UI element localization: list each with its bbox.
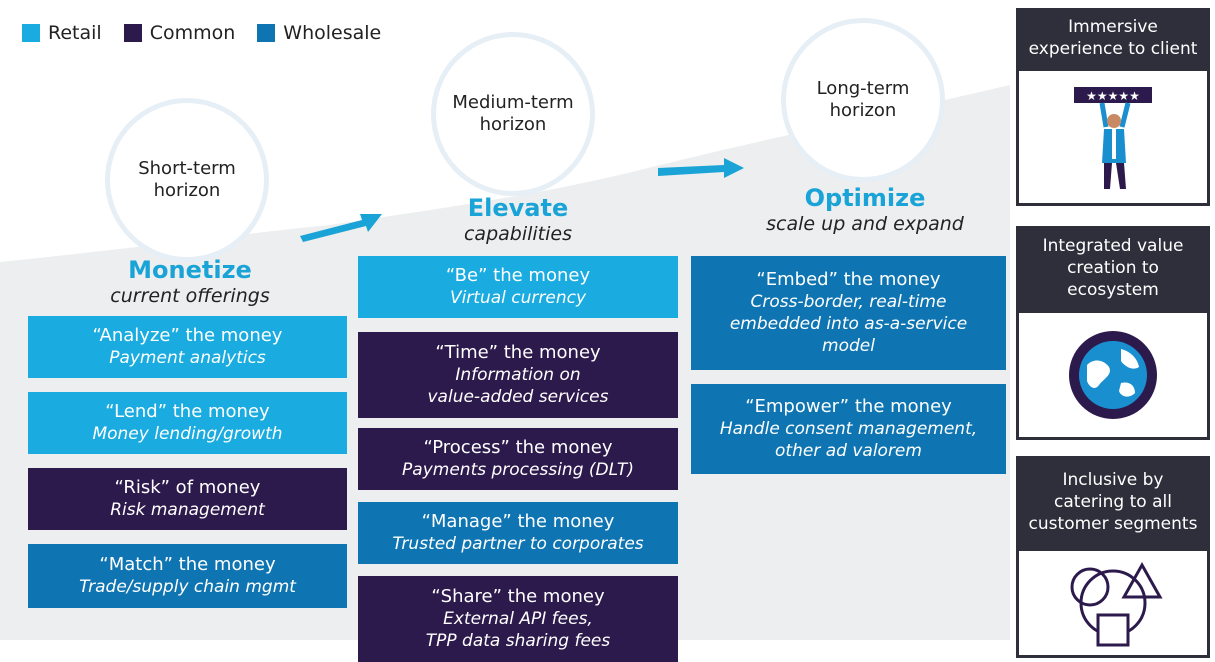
elevate-title: Elevate (467, 194, 569, 222)
side-panel-heading-line1: Integrated value (1042, 236, 1184, 256)
embed-money-box: “Embed” the money Cross-border, real-tim… (691, 256, 1006, 370)
box-description-line2: TPP data sharing fees (425, 631, 611, 651)
manage-money-box: “Manage” the money Trusted partner to co… (358, 502, 678, 564)
long-term-horizon-circle: Long-term horizon (781, 18, 945, 182)
side-panel-heading-line2: experience to client (1028, 39, 1198, 59)
box-description-line1: Information on (455, 365, 581, 385)
legend-swatch-retail (22, 24, 40, 42)
side-panel-heading-line2: catering to all (1054, 492, 1172, 512)
globe-icon (1016, 310, 1210, 440)
side-panel-heading: Inclusive by catering to all customer se… (1016, 456, 1210, 548)
legend-item-retail: Retail (22, 22, 102, 44)
box-description: Payments processing (DLT) (402, 460, 634, 480)
legend-item-common: Common (123, 22, 236, 44)
box-description: Payment analytics (109, 348, 266, 368)
side-panel-heading-line1: Inclusive by (1062, 470, 1164, 490)
shapes-icon (1016, 548, 1210, 658)
side-panel-inclusive: Inclusive by catering to all customer se… (1016, 456, 1210, 658)
legend-label-retail: Retail (48, 22, 102, 44)
side-panel-heading: Integrated value creation to ecosystem (1016, 226, 1210, 310)
box-description-line2: embedded into as-a-service (729, 314, 968, 334)
legend-swatch-common (123, 24, 142, 42)
box-heading: “Be” the money (445, 265, 591, 286)
box-description-line2: value-added services (427, 387, 609, 407)
box-description: Money lending/growth (92, 424, 283, 444)
box-heading: “Embed” the money (756, 269, 941, 290)
lend-money-box: “Lend” the money Money lending/growth (28, 392, 347, 454)
analyze-money-box: “Analyze” the money Payment analytics (28, 316, 347, 378)
elevate-subtitle: capabilities (463, 223, 572, 245)
arrow-icon-1 (300, 214, 382, 242)
be-money-box: “Be” the money Virtual currency (358, 256, 678, 318)
optimize-phase: Optimize scale up and expand (740, 184, 990, 236)
medium-term-horizon-circle: Medium-term horizon (431, 32, 595, 196)
box-heading: “Risk” of money (114, 477, 261, 498)
monetize-subtitle: current offerings (110, 285, 270, 307)
arrow-icon-2 (658, 158, 744, 178)
long-term-horizon-label: Long-term horizon (816, 78, 910, 121)
box-heading: “Match” the money (99, 554, 276, 575)
box-heading: “Lend” the money (105, 401, 270, 422)
box-description-line1: Handle consent management, (719, 419, 978, 439)
box-heading: “Time” the money (435, 342, 601, 363)
side-panel-integrated: Integrated value creation to ecosystem (1016, 226, 1210, 440)
box-description: Trusted partner to corporates (392, 534, 644, 554)
monetize-title: Monetize (128, 256, 252, 284)
optimize-title: Optimize (804, 184, 926, 212)
short-term-horizon-circle: Short-term horizon (105, 98, 269, 262)
svg-text:★★★★★: ★★★★★ (1086, 89, 1140, 103)
box-description-line3: model (822, 336, 875, 356)
box-description: Trade/supply chain mgmt (79, 577, 296, 597)
legend-label-common: Common (149, 22, 236, 44)
box-description-line1: External API fees, (443, 609, 593, 629)
short-term-horizon-label: Short-term horizon (138, 158, 236, 201)
process-money-box: “Process” the money Payments processing … (358, 428, 678, 490)
optimize-subtitle: scale up and expand (766, 213, 964, 235)
box-description: Risk management (110, 500, 265, 520)
match-money-box: “Match” the money Trade/supply chain mgm… (28, 544, 347, 608)
box-description-line1: Cross-border, real-time (750, 292, 947, 312)
box-heading: “Process” the money (423, 437, 613, 458)
side-panel-heading-line3: customer segments (1028, 514, 1198, 534)
side-panel-heading-line3: ecosystem (1067, 280, 1159, 300)
legend-label-wholesale: Wholesale (283, 22, 382, 44)
side-panel-immersive: Immersive experience to client ★★★★★ (1016, 8, 1210, 206)
side-panel-heading-line1: Immersive (1068, 17, 1158, 37)
box-heading: “Share” the money (431, 586, 605, 607)
monetize-phase: Monetize current offerings (60, 256, 320, 308)
person-holding-rating-icon: ★★★★★ (1016, 68, 1210, 206)
side-panel-heading-line2: creation to (1067, 258, 1159, 278)
legend-item-wholesale: Wholesale (257, 22, 381, 44)
box-heading: “Analyze” the money (92, 325, 283, 346)
legend-swatch-wholesale (257, 24, 276, 42)
time-money-box: “Time” the money Information on value-ad… (358, 332, 678, 418)
box-heading: “Empower” the money (745, 396, 952, 417)
box-description-line2: other ad valorem (775, 441, 922, 461)
legend: Retail Common Wholesale (22, 22, 381, 44)
share-money-box: “Share” the money External API fees, TPP… (358, 576, 678, 662)
medium-term-horizon-label: Medium-term horizon (452, 92, 574, 135)
risk-money-box: “Risk” of money Risk management (28, 468, 347, 530)
elevate-phase: Elevate capabilities (388, 194, 648, 246)
box-heading: “Manage” the money (421, 511, 615, 532)
box-description: Virtual currency (449, 288, 587, 308)
side-panel-heading: Immersive experience to client (1016, 8, 1210, 68)
empower-money-box: “Empower” the money Handle consent manag… (691, 384, 1006, 474)
